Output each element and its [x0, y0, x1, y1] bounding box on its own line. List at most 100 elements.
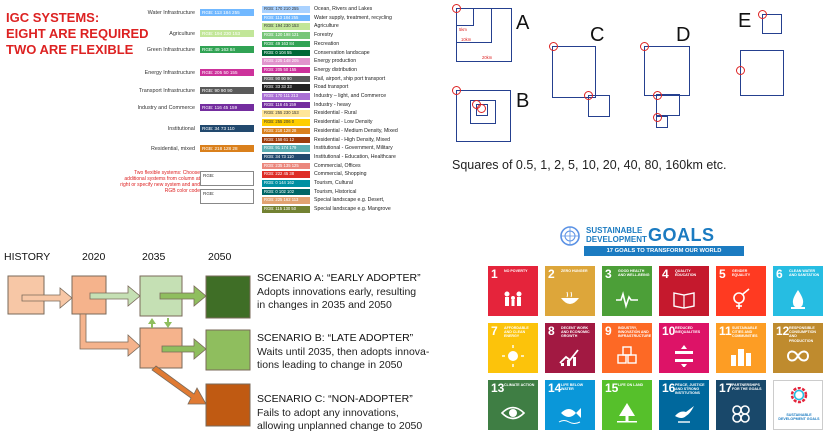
label-d: D	[676, 24, 691, 46]
sdg-goal-number: 1	[491, 267, 498, 281]
sdg-tile-1: 1 NO POVERTY	[488, 266, 538, 316]
sdg-goal-number: 15	[605, 381, 619, 395]
sdg-logo-tile: SUSTAINABLE DEVELOPMENT GOALS	[773, 380, 823, 430]
sdg-goal-number: 16	[662, 381, 676, 395]
subcategory-label: Institutional - Government, Military	[314, 145, 393, 152]
un-emblem-icon	[560, 226, 580, 246]
origin-marker	[452, 4, 461, 13]
sdg-title-goals: GOALS	[648, 225, 715, 245]
scenario-a-text: Adopts innovations early, resulting in c…	[257, 286, 417, 311]
subcategory-label: Commercial, Shopping	[314, 171, 367, 178]
box-2050-c	[205, 383, 251, 427]
subcategory-color-swatch: RGB: 113 184 255	[262, 14, 310, 22]
box-2050-a	[205, 275, 251, 319]
category-label: Energy Infrastructure	[144, 70, 195, 76]
scenario-c-title: SCENARIO C: “NON-ADOPTER”	[257, 393, 413, 405]
sdg-goal-label: RESPONSIBLE CONSUMPTION AND PRODUCTION	[789, 326, 816, 343]
sdg-goal-number: 9	[605, 324, 612, 338]
subcategory-label: Recreation	[314, 40, 340, 47]
subcategory-color-swatch: RGB: 170 210 255	[262, 6, 310, 13]
dove-icon	[675, 406, 694, 423]
subcategory-label: Special landscape e.g. Desert,	[314, 197, 385, 204]
year-2035: 2035	[142, 251, 166, 263]
origin-marker	[477, 104, 486, 113]
city-icon	[731, 349, 751, 366]
origin-marker	[653, 91, 662, 100]
subcategory-color-swatch: RGB: 225 148 205	[262, 58, 310, 65]
sdg-goal-label: SUSTAINABLE CITIES AND COMMUNITIES	[732, 326, 758, 339]
category-label: Agriculture	[169, 31, 195, 37]
arrow-2035-2050-b	[161, 338, 207, 360]
category-label: Water Infrastructure	[147, 10, 195, 16]
rings-icon	[732, 405, 750, 423]
sdg-goal-label: AFFORDABLE AND CLEAN ENERGY	[504, 326, 529, 339]
flexible-system-box-1: RGB:	[200, 171, 254, 186]
sdg-tile-4: 4 QUALITY EDUCATION	[659, 266, 709, 316]
bowl-icon	[561, 291, 579, 304]
tree-icon	[617, 403, 637, 423]
scenario-flow-diagram	[7, 275, 251, 427]
square-middle	[470, 100, 496, 124]
subcategory-label: Residential - Rural	[314, 110, 357, 117]
origin-marker	[640, 42, 649, 51]
square-medium	[656, 94, 680, 116]
infinity-icon	[786, 350, 810, 362]
sdg-goal-number: 6	[776, 267, 783, 281]
subcategory-color-swatch: RGB: 158 61 12	[262, 136, 310, 143]
scenario-b-text: Waits until 2035, then adopts innova- ti…	[257, 346, 430, 371]
arrow-2035-2050-c	[151, 365, 207, 405]
sdg-goal-number: 10	[662, 324, 676, 338]
box-2050-b	[205, 329, 251, 371]
sdg-goal-label: LIFE ON LAND	[618, 383, 644, 387]
subcategory-color-swatch: RGB: 222 45 38	[262, 171, 310, 178]
subcategory-label: Agriculture	[314, 23, 339, 30]
year-history: HISTORY	[4, 251, 51, 263]
label-b: B	[516, 90, 530, 112]
eye-icon	[501, 406, 525, 420]
subcategory-color-swatch: RGB: 0 104 55	[262, 49, 310, 56]
gender-icon	[733, 288, 750, 309]
label-a: A	[516, 12, 530, 34]
sdg-logo-label: SUSTAINABLE DEVELOPMENT GOALS	[778, 413, 820, 422]
flexible-system-box-2: RGB:	[200, 189, 254, 204]
arrow-2035-2050-a	[159, 285, 207, 307]
sdg-goal-number: 8	[548, 324, 555, 338]
sdg-subtitle: 17 GOALS TO TRANSFORM OUR WORLD	[584, 246, 744, 256]
sdg-goal-label: GENDER EQUALITY	[732, 269, 751, 278]
flexible-systems-note: Two flexible systems: Choose additional …	[120, 170, 200, 194]
subcategory-color-swatch: RGB: 90 90 90	[262, 75, 310, 83]
category-label: Industry and Commerce	[137, 105, 195, 111]
subcategory-label: Energy distribution	[314, 66, 357, 73]
heartbeat-icon	[616, 291, 638, 309]
igc-systems-panel: IGC SYSTEMS: EIGHT ARE REQUIRED TWO ARE …	[0, 0, 445, 238]
subcategory-color-swatch: RGB: 49 163 84	[262, 40, 310, 48]
square-small	[656, 116, 668, 128]
water-icon	[791, 290, 805, 309]
subcategory-label: Institutional - Education, Healthcare	[314, 153, 396, 160]
label-e: E	[738, 10, 752, 32]
sdg-title-sustainable: SUSTAINABLE	[586, 226, 643, 235]
sdg-goal-label: QUALITY EDUCATION	[675, 269, 697, 278]
equal-icon	[675, 345, 693, 367]
scenario-a-title: SCENARIO A: “EARLY ADOPTER”	[257, 272, 421, 284]
scenario-c-text: Fails to adopt any innovations, allowing…	[257, 407, 423, 432]
category-color-swatch: RGB: 194 230 153	[200, 30, 254, 37]
arrow-history-2020	[21, 287, 73, 309]
sdg-goal-number: 4	[662, 267, 669, 281]
sdg-wheel-icon	[790, 387, 808, 404]
square-5km	[456, 8, 474, 26]
sdg-goal-label: NO POVERTY	[504, 269, 528, 273]
sdg-goal-number: 17	[719, 381, 733, 395]
square-small	[588, 95, 610, 117]
subcategory-color-swatch: RGB: 225 162 113	[262, 197, 310, 204]
label-c: C	[590, 24, 605, 46]
arrow-2020-2035-b	[79, 313, 141, 357]
sdg-goal-label: PEACE, JUSTICE AND STRONG INSTITUTIONS	[675, 383, 705, 396]
sun-icon	[502, 345, 524, 367]
year-2020: 2020	[82, 251, 106, 263]
origin-marker	[584, 91, 593, 100]
